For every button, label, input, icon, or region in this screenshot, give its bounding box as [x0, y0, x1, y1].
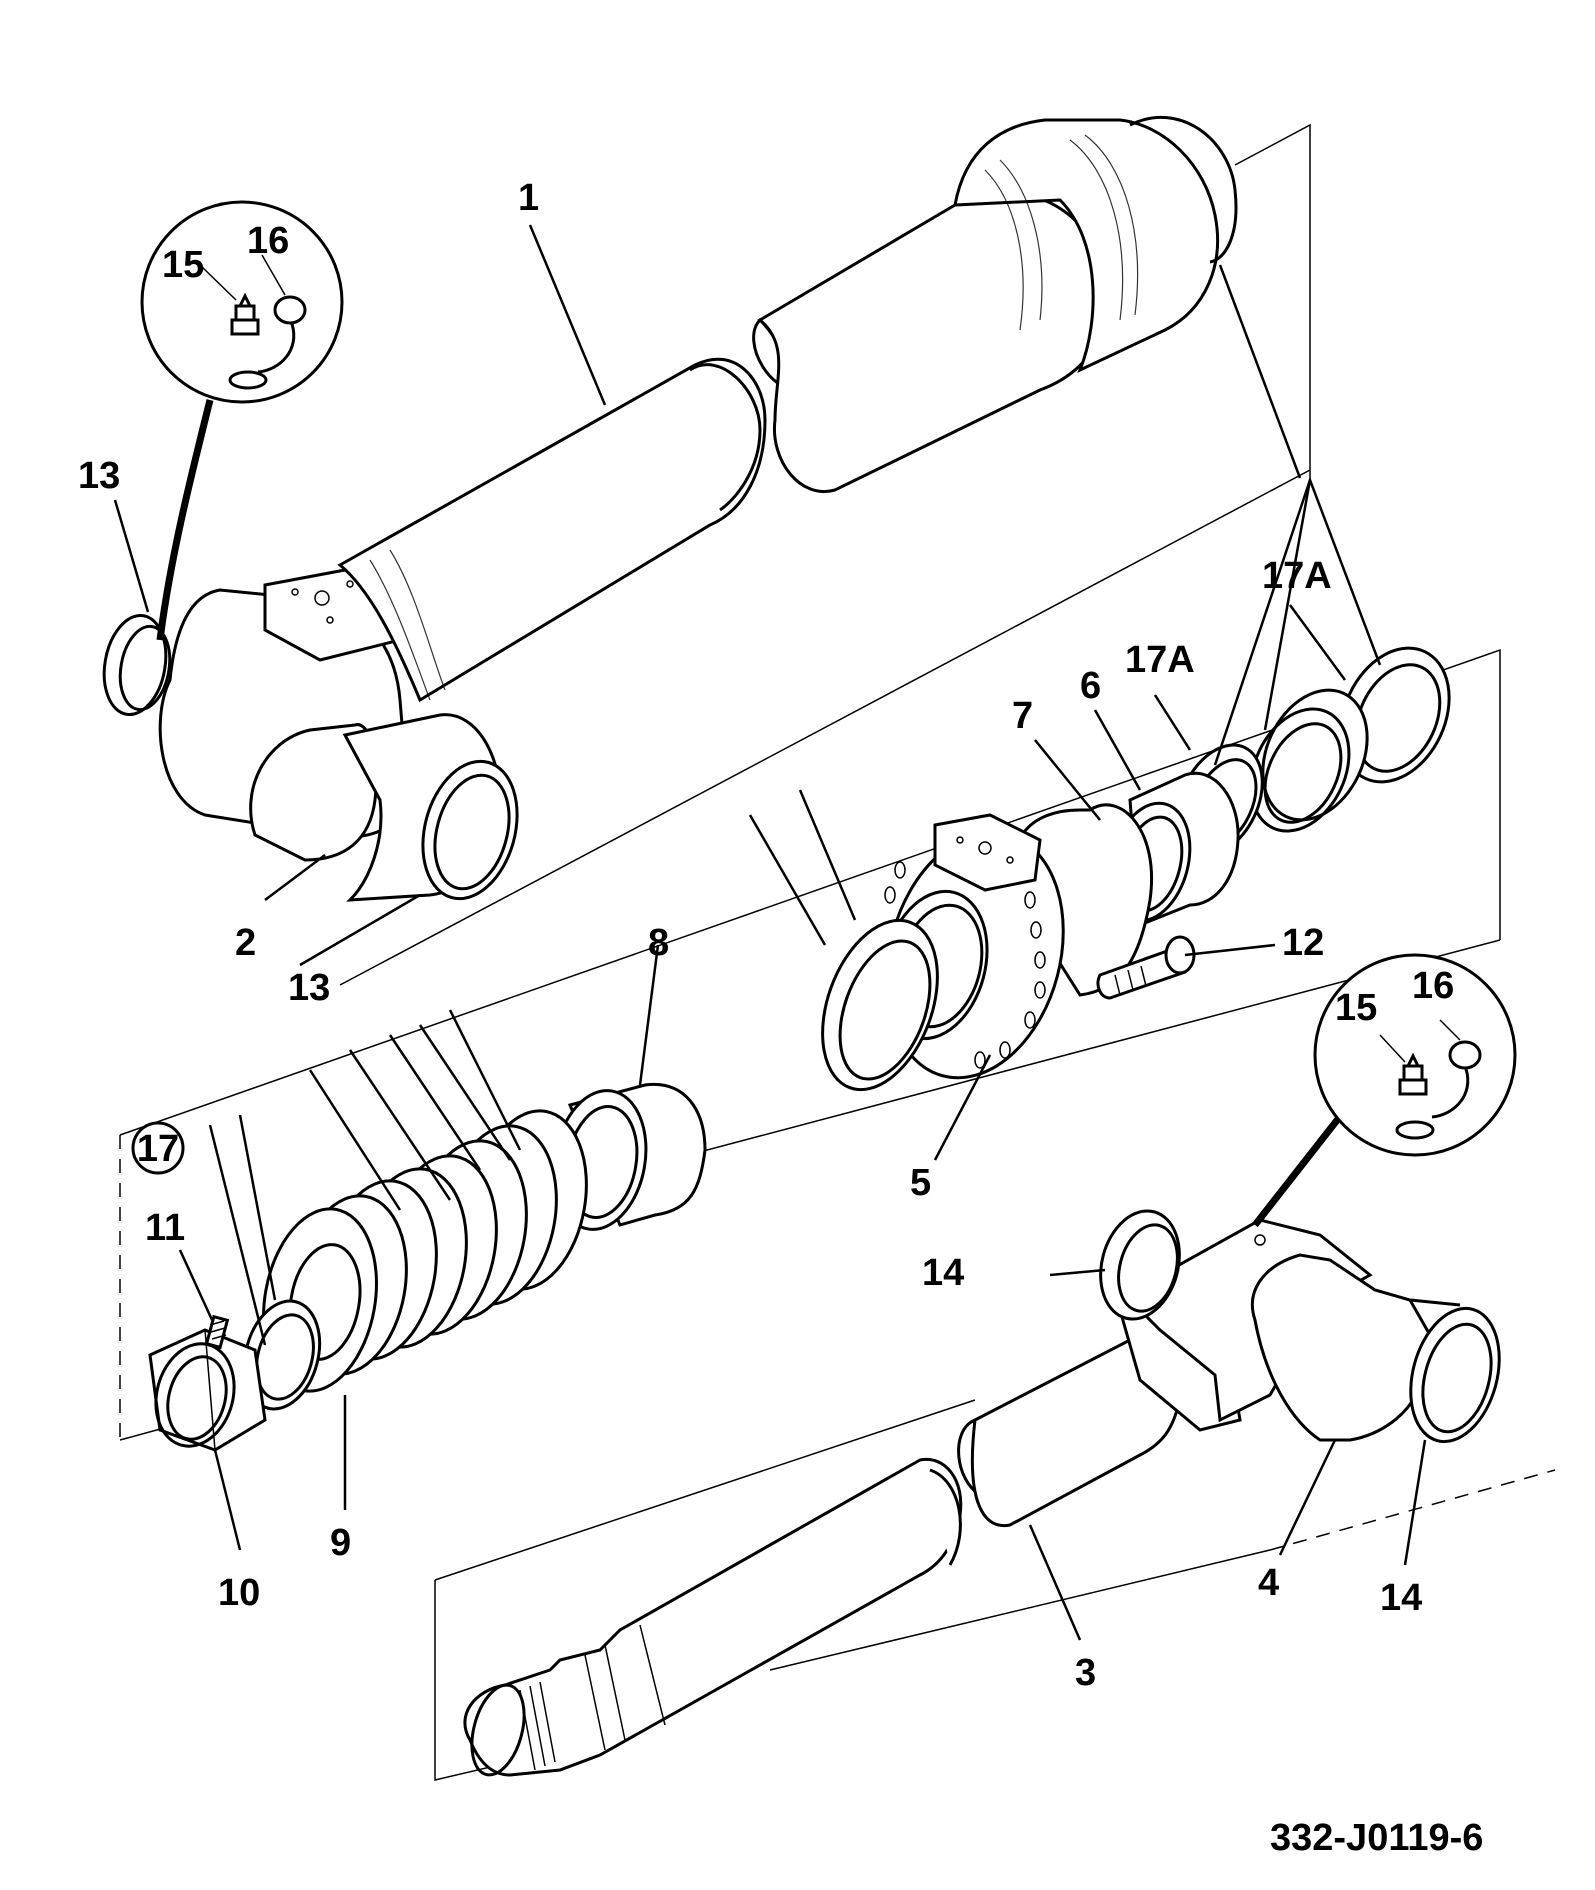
label-part-15-upper: 15 — [162, 244, 204, 286]
label-part-2: 2 — [235, 922, 256, 964]
label-part-17a-left: 17A — [1125, 639, 1195, 681]
piston-rod-3 — [463, 1336, 1183, 1777]
label-part-14-upper: 14 — [922, 1252, 964, 1294]
part-labels: 1 13 15 16 2 13 17A 17A 6 7 12 8 5 15 16… — [78, 177, 1454, 1694]
wiper-ring — [821, 918, 939, 1092]
label-part-3: 3 — [1075, 1652, 1096, 1694]
detail-callout-connector-lower — [1252, 1107, 1348, 1228]
label-part-13-upper: 13 — [78, 455, 120, 497]
cylinder-barrel — [158, 115, 1238, 902]
label-part-17: 17 — [137, 1128, 179, 1170]
seal-ring-14-upper — [1099, 1209, 1181, 1321]
cap-screw-12 — [1096, 935, 1196, 1000]
label-part-6: 6 — [1080, 665, 1101, 707]
label-part-11: 11 — [145, 1207, 185, 1249]
detail-callout-connector-upper — [156, 399, 214, 641]
label-part-10: 10 — [218, 1572, 260, 1614]
label-part-16-lower: 16 — [1412, 965, 1454, 1007]
piston-nut-10 — [148, 1328, 267, 1452]
label-part-14-lower: 14 — [1380, 1577, 1422, 1619]
detail-circle-lower — [1313, 953, 1517, 1157]
label-part-9: 9 — [330, 1522, 351, 1564]
seal-pack — [1249, 688, 1369, 833]
gland-bolt-holes — [884, 861, 1046, 1069]
rod-eye-4 — [1118, 1218, 1501, 1444]
label-part-12: 12 — [1282, 922, 1324, 964]
detail-circle-upper — [140, 200, 344, 404]
label-part-1: 1 — [518, 177, 539, 219]
label-part-5: 5 — [910, 1162, 931, 1204]
label-part-17-circle — [131, 1121, 185, 1175]
seal-ring-13-upper — [102, 613, 172, 717]
label-part-7: 7 — [1012, 695, 1033, 737]
drawing-reference: 332-J0119-6 — [1270, 1817, 1483, 1859]
label-part-8: 8 — [648, 922, 669, 964]
label-part-17a-right: 17A — [1262, 555, 1332, 597]
label-part-15-lower: 15 — [1335, 987, 1377, 1029]
label-part-4: 4 — [1258, 1562, 1279, 1604]
leader-lines — [113, 224, 1427, 1641]
label-part-16-upper: 16 — [247, 220, 289, 262]
grub-screw-11 — [204, 1314, 230, 1350]
label-part-13-lower: 13 — [288, 967, 330, 1009]
